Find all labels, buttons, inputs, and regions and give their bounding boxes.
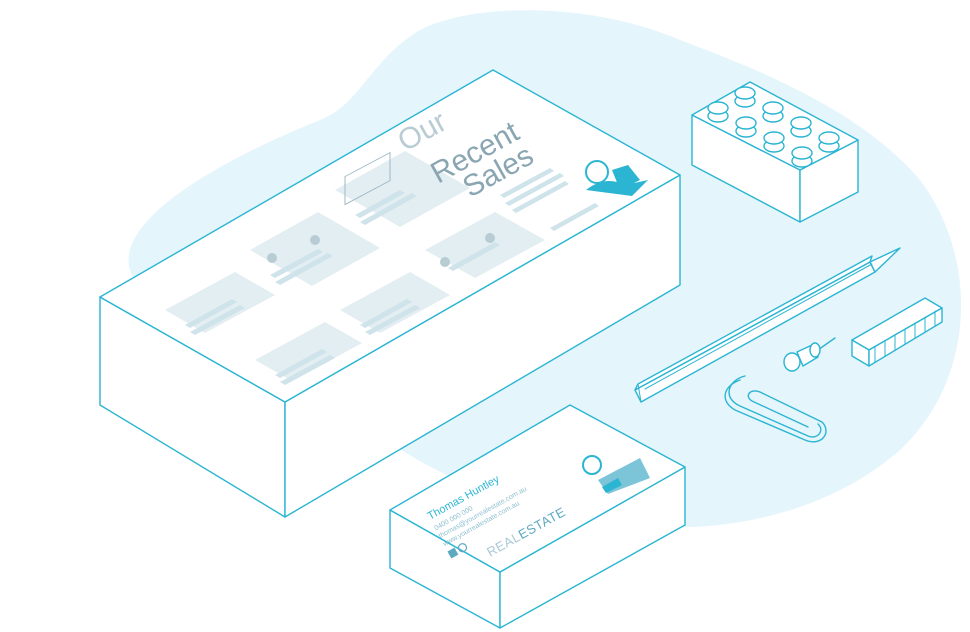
property-tile (255, 322, 362, 385)
facebook-icon[interactable] (447, 547, 459, 559)
property-tile (425, 212, 545, 278)
agent-avatar (585, 160, 648, 196)
instagram-icon[interactable] (457, 542, 468, 553)
property-tiles (165, 151, 599, 385)
paper-clip (724, 375, 827, 443)
property-tile (335, 151, 470, 227)
property-tile (340, 272, 450, 335)
lego-studs (707, 86, 840, 168)
pencil (634, 247, 901, 403)
push-pin (783, 337, 836, 372)
business-card-stack (389, 404, 686, 629)
brochure-box (99, 69, 681, 518)
property-tile (165, 272, 275, 335)
lego-brick (691, 81, 859, 223)
property-tile (250, 212, 380, 286)
staples (851, 297, 943, 367)
card-agent-portrait (582, 455, 650, 494)
